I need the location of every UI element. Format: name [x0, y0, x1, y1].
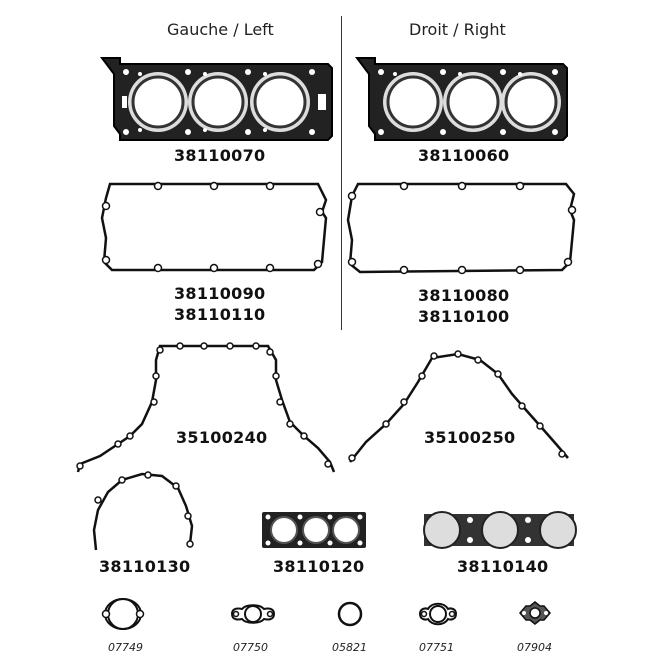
small-gasket-05821 — [337, 601, 363, 627]
valve-cover-gasket-right — [346, 181, 577, 275]
column-divider — [341, 16, 342, 330]
label-small-gasket-1: 07749 — [108, 641, 143, 654]
part-number-timing-left: 35100240 — [176, 428, 268, 447]
part-number-manifold-small: 38110120 — [273, 557, 365, 576]
cylinder-head-gasket-right — [355, 57, 568, 141]
small-gasket-07749 — [101, 598, 145, 630]
label-small-gasket-3: 05821 — [332, 641, 367, 654]
part-number-cover-right-2: 38110100 — [418, 307, 510, 326]
label-small-gasket-4: 07751 — [419, 641, 454, 654]
small-gasket-07750 — [230, 604, 276, 624]
header-right: Droit / Right — [409, 20, 506, 39]
cylinder-head-gasket-left — [100, 57, 333, 141]
small-gasket-07751 — [418, 602, 458, 626]
header-left: Gauche / Left — [167, 20, 274, 39]
part-number-head-right: 38110060 — [418, 146, 510, 165]
small-gasket-07904 — [519, 601, 551, 625]
part-number-cover-left-1: 38110090 — [174, 284, 266, 303]
manifold-gasket-large — [423, 511, 577, 549]
timing-cover-gasket-left — [76, 342, 336, 473]
label-small-gasket-5: 07904 — [517, 641, 552, 654]
part-number-cover-left-2: 38110110 — [174, 305, 266, 324]
part-number-small-cover: 38110130 — [99, 557, 191, 576]
part-number-cover-right-1: 38110080 — [418, 286, 510, 305]
valve-cover-gasket-left — [100, 181, 328, 273]
manifold-gasket-small — [262, 512, 366, 548]
part-number-head-left: 38110070 — [174, 146, 266, 165]
small-cover-gasket — [92, 471, 194, 551]
label-small-gasket-2: 07750 — [233, 641, 268, 654]
part-number-timing-right: 35100250 — [424, 428, 516, 447]
timing-cover-gasket-right — [348, 350, 569, 463]
part-number-manifold-large: 38110140 — [457, 557, 549, 576]
